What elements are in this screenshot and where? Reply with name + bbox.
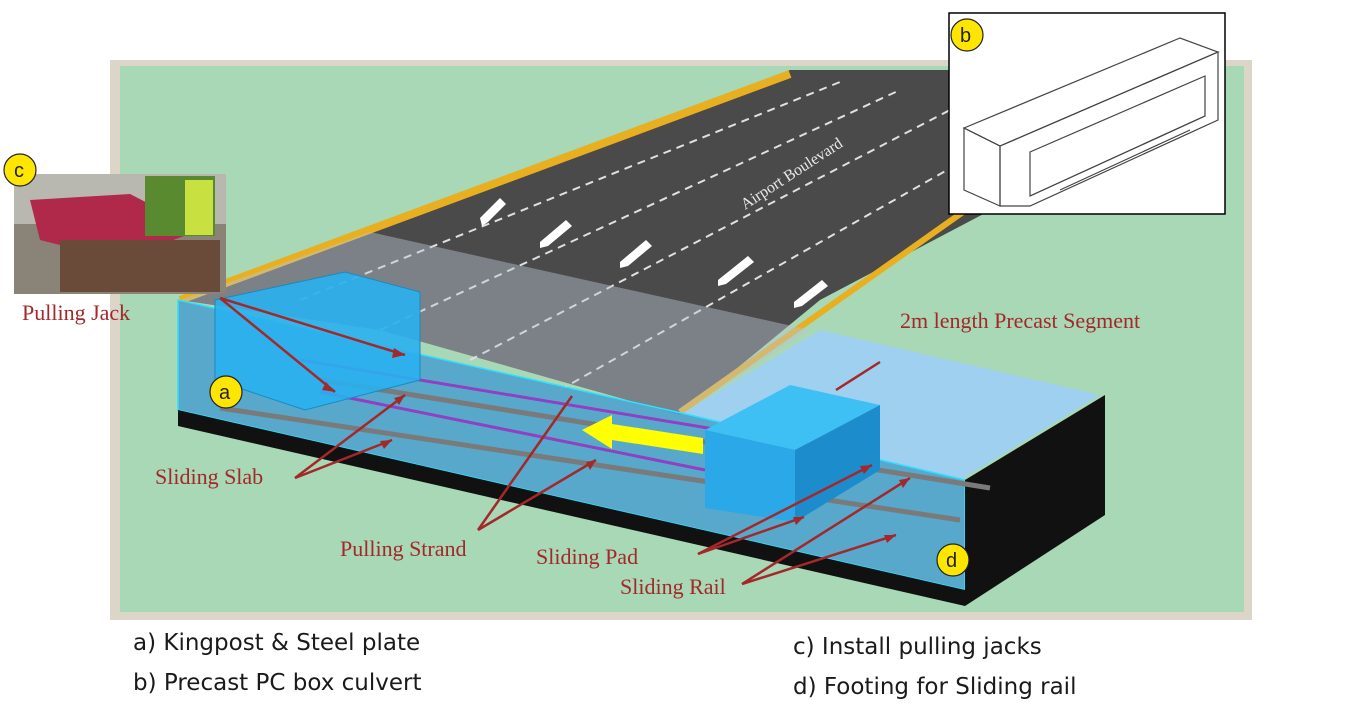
trench-end-face <box>965 395 1105 606</box>
badge-b: b <box>950 18 984 52</box>
badge-d: d <box>936 543 970 577</box>
svg-text:c: c <box>14 160 24 182</box>
footing-base <box>178 410 965 606</box>
caption-b: b) Precast PC box culvert <box>133 670 422 696</box>
road-edge-right <box>678 197 982 415</box>
road-edge-left <box>178 70 792 304</box>
box-culvert-illustration <box>948 12 1226 215</box>
leader-lines <box>219 296 911 586</box>
label-precast-segment: 2m length Precast Segment <box>900 308 1140 333</box>
label-sliding-slab: Sliding Slab <box>155 464 263 489</box>
svg-text:a: a <box>219 382 231 404</box>
lane-arrows <box>480 198 828 308</box>
trench-opening <box>680 330 1100 480</box>
caption-d: d) Footing for Sliding rail <box>793 674 1077 700</box>
badge-c: c <box>3 153 37 187</box>
label-sliding-rail: Sliding Rail <box>620 574 726 599</box>
badge-a: a <box>209 375 243 409</box>
caption-c: c) Install pulling jacks <box>793 634 1042 660</box>
label-sliding-pad: Sliding Pad <box>536 544 638 569</box>
svg-text:d: d <box>946 550 957 572</box>
lane-markings <box>299 81 1001 391</box>
svg-text:b: b <box>960 25 971 47</box>
pull-direction-arrow <box>582 415 703 454</box>
label-pulling-strand: Pulling Strand <box>340 536 467 561</box>
leader-arrowheads <box>322 348 910 543</box>
caption-a: a) Kingpost & Steel plate <box>133 630 421 656</box>
photo-pulling-jacks <box>14 174 226 294</box>
label-pulling-jack: Pulling Jack <box>22 300 130 325</box>
